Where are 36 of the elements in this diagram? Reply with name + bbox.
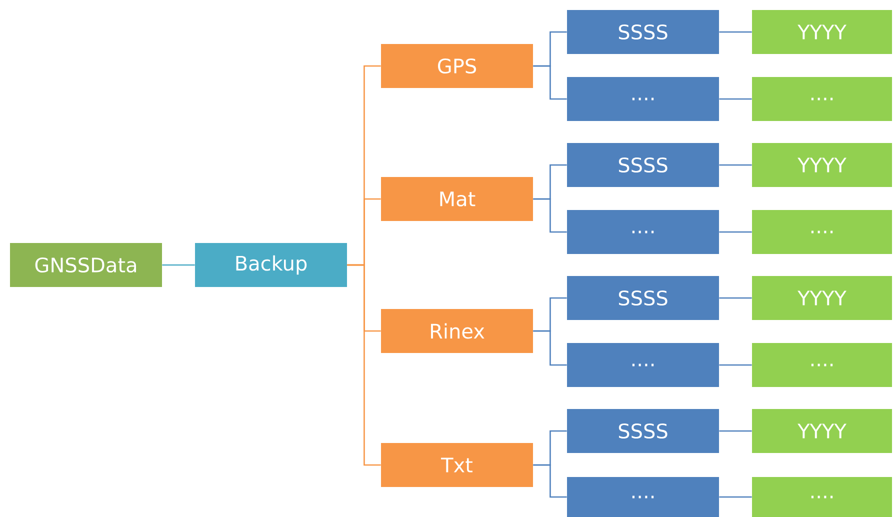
- folder-box: Txt: [381, 443, 533, 487]
- category-box: Backup: [195, 243, 347, 287]
- connector-line: [162, 264, 195, 266]
- station-box: ....: [567, 343, 719, 387]
- year-box: YYYY: [752, 409, 892, 453]
- station-box: SSSS: [567, 143, 719, 187]
- tree-connector: [533, 198, 567, 233]
- connector-line: [719, 98, 752, 100]
- year-box: ....: [752, 77, 892, 121]
- station-box: ....: [567, 210, 719, 254]
- root-box: GNSSData: [10, 243, 162, 287]
- folder-box: Rinex: [381, 309, 533, 353]
- year-box: YYYY: [752, 143, 892, 187]
- station-box: SSSS: [567, 10, 719, 54]
- connector-line: [719, 430, 752, 432]
- station-box: SSSS: [567, 276, 719, 320]
- station-box: SSSS: [567, 409, 719, 453]
- connector-line: [719, 364, 752, 366]
- year-box: YYYY: [752, 276, 892, 320]
- year-box: ....: [752, 343, 892, 387]
- tree-connector: [347, 264, 381, 466]
- tree-connector: [533, 65, 567, 100]
- connector-line: [719, 31, 752, 33]
- station-box: ....: [567, 477, 719, 517]
- year-box: YYYY: [752, 10, 892, 54]
- connector-line: [719, 164, 752, 166]
- folder-box: Mat: [381, 177, 533, 221]
- year-box: ....: [752, 210, 892, 254]
- connector-line: [719, 496, 752, 498]
- station-box: ....: [567, 77, 719, 121]
- folder-box: GPS: [381, 44, 533, 88]
- tree-connector: [533, 464, 567, 498]
- connector-line: [719, 297, 752, 299]
- year-box: ....: [752, 477, 892, 517]
- connector-line: [719, 231, 752, 233]
- tree-connector: [533, 330, 567, 366]
